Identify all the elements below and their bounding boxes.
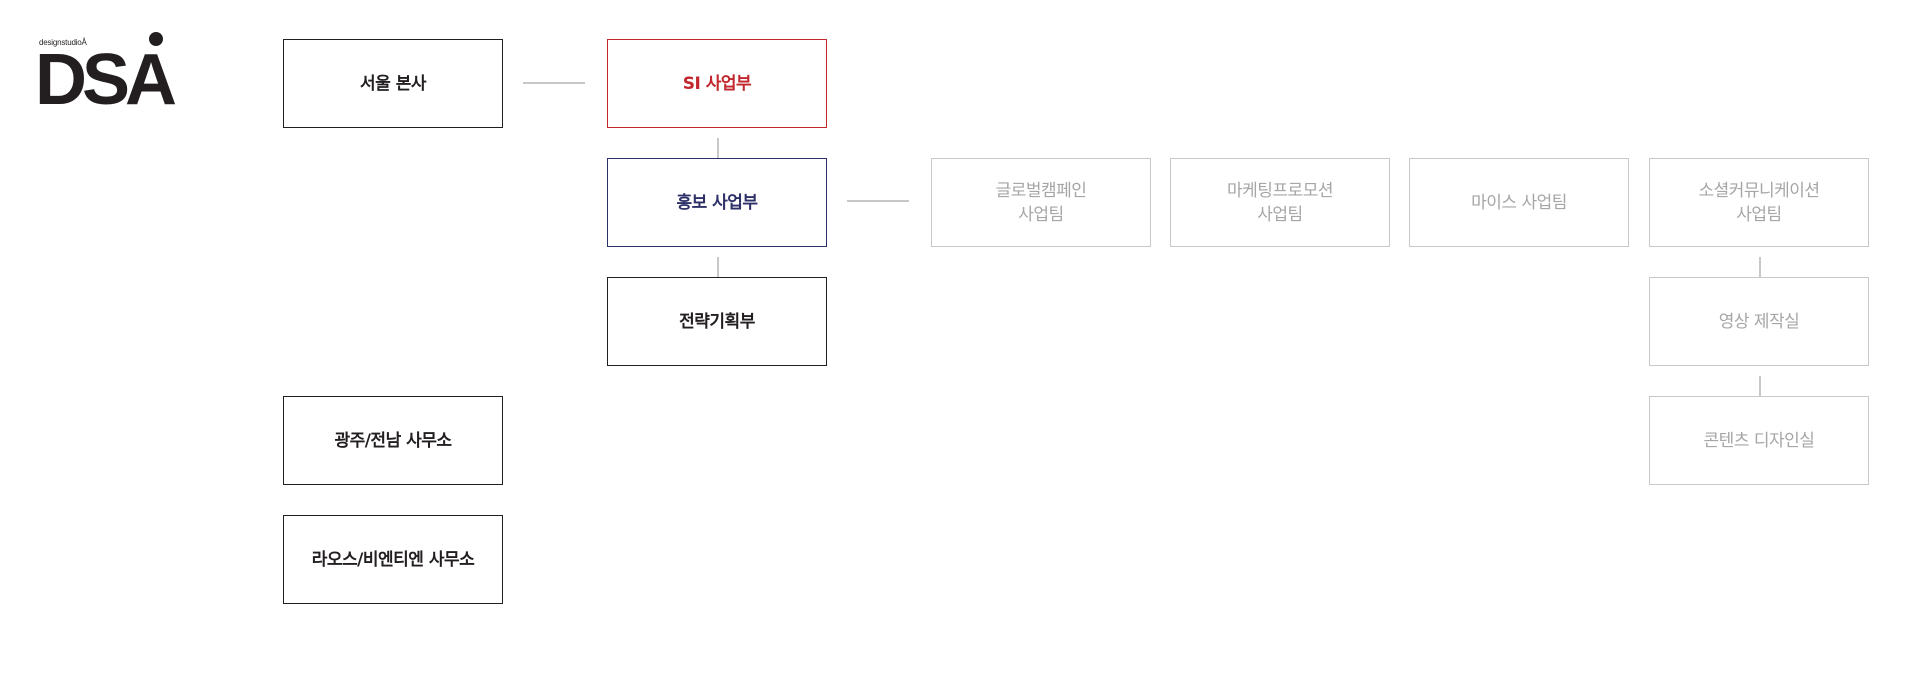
node-seoul-hq: 서울 본사 — [283, 39, 503, 128]
logo-wordmark: DSA — [35, 40, 177, 120]
node-laos-office: 라오스/비엔티엔 사무소 — [283, 515, 503, 604]
logo-dot-icon — [149, 32, 163, 46]
node-video-studio: 영상 제작실 — [1649, 277, 1869, 366]
connector-social-video — [1759, 257, 1761, 277]
connector-pr-strategy — [717, 257, 719, 277]
node-content-design: 콘텐츠 디자인실 — [1649, 396, 1869, 485]
connector-si-pr — [717, 138, 719, 158]
node-mice-team: 마이스 사업팀 — [1409, 158, 1629, 247]
dsa-logo: designstudioÅ DSA — [35, 30, 183, 118]
node-gwangju-office: 광주/전남 사무소 — [283, 396, 503, 485]
connector-hq-si — [523, 82, 585, 84]
connector-pr-teams — [847, 200, 909, 202]
node-pr-division: 홍보 사업부 — [607, 158, 827, 247]
node-si-division: SI 사업부 — [607, 39, 827, 128]
node-strategy-division: 전략기획부 — [607, 277, 827, 366]
logo-subtitle: designstudioÅ — [39, 38, 87, 47]
connector-video-content — [1759, 376, 1761, 396]
node-social-comm-team: 소셜커뮤니케이션 사업팀 — [1649, 158, 1869, 247]
node-marketing-promotion-team: 마케팅프로모션 사업팀 — [1170, 158, 1390, 247]
node-global-campaign-team: 글로벌캠페인 사업팀 — [931, 158, 1151, 247]
